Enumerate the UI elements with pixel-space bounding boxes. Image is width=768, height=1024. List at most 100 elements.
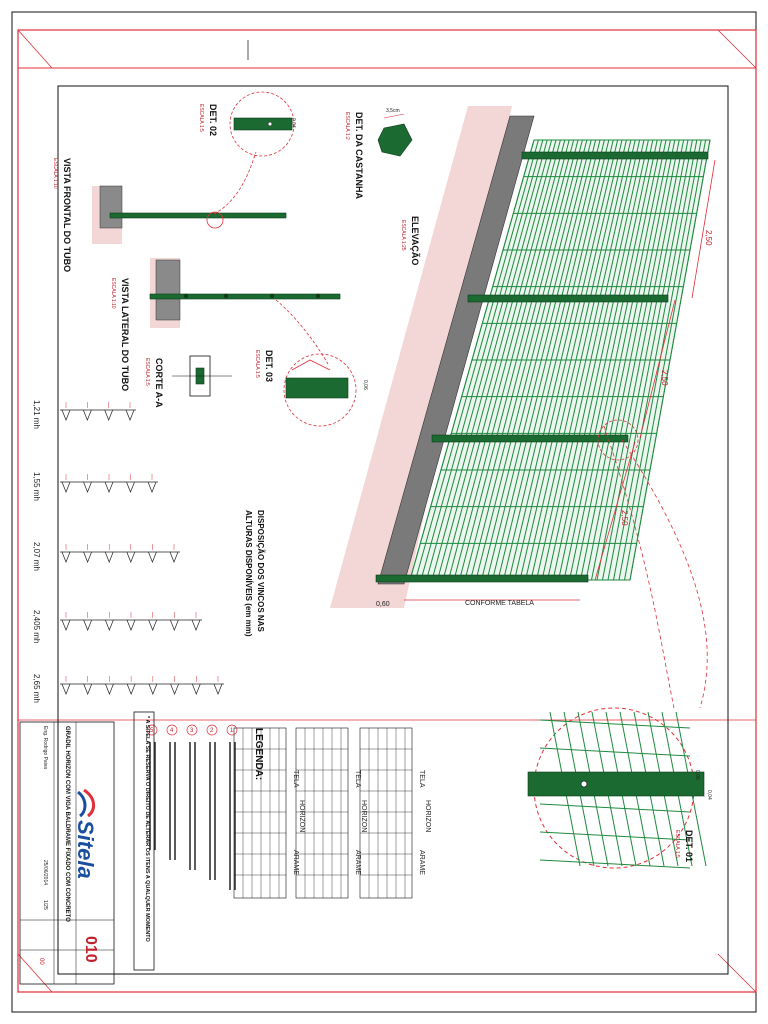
table-subtitle: HORIZON [424, 800, 431, 832]
post-3 [431, 434, 629, 443]
vincos-section: DISPOSIÇÃO DOS VINCOS NAS ALTURAS DISPON… [32, 400, 265, 703]
mesh-panels [409, 139, 711, 581]
border-corner-diag [17, 29, 53, 69]
vista-frontal: VISTA FRONTAL DO TUBO ESCALA 1:10 [52, 151, 287, 272]
vinco-bend [61, 551, 71, 563]
table-subtitle: HORIZON [360, 800, 367, 832]
vl-concrete [155, 259, 181, 321]
drawing-number: 010 [82, 936, 99, 963]
vinco-bend [61, 481, 71, 493]
castanha-dim [383, 113, 405, 119]
vinco-bend [61, 683, 71, 695]
legend-marker [166, 724, 178, 736]
drawing-scale: 1/25 [42, 900, 48, 910]
note-box [133, 711, 155, 971]
drawn-by: Eng. Rodrigo Paiva [42, 726, 48, 769]
reservation-note: * A SITELA SE RESERVA O DIREITO DE ALTER… [144, 716, 150, 942]
concrete-beam [377, 115, 535, 585]
legend-marker [186, 724, 198, 736]
table-subtitle: HORIZON [298, 800, 305, 832]
det01-dim-b: 0,04 [706, 790, 712, 800]
detail-01: 0,06 0,04 DET. 01 ESCALA 1:5 [527, 419, 712, 869]
vinco-bend [191, 619, 201, 631]
vincos-height-label: 1,21 mh [32, 400, 41, 429]
vincos-height-label: 2,65 mh [32, 674, 41, 703]
det01-wire [539, 719, 691, 729]
vincos-height-label: 2,405 mh [32, 610, 41, 643]
det01-post [527, 771, 705, 797]
vf-concrete [99, 185, 123, 229]
vinco-bend [125, 409, 135, 421]
vincos-profile: 2,65 mh [32, 674, 224, 703]
det01-source-mark [597, 419, 639, 461]
castanha-title: DET. DA CASTANHA [354, 112, 364, 199]
sitela-logo: Sitela [73, 788, 98, 879]
vl-title: VISTA LATERAL DO TUBO [120, 278, 130, 391]
border-corner-diag [717, 953, 757, 993]
vinco-bend [126, 683, 136, 695]
tube-bolt [223, 293, 229, 299]
post-1 [521, 151, 709, 160]
table-frame [233, 727, 287, 899]
vinco-bend [147, 481, 157, 493]
dim-line-2 [639, 299, 676, 439]
vinco-bend [148, 551, 157, 563]
detail-02: 0,04 DET. 02 ESCALA 1:5 [198, 91, 296, 157]
table-col-title: ARAME [354, 850, 361, 875]
border-corner-diag [717, 29, 757, 69]
det01-leader [603, 425, 675, 709]
soil-hatch [330, 106, 512, 608]
inner-frame [57, 85, 729, 975]
corte-title: CORTE A-A [154, 358, 164, 408]
vl-scale: ESCALA 1:10 [110, 278, 116, 309]
legend-marker-number: 5 [150, 728, 154, 734]
vinco-bend [170, 683, 179, 695]
vincos-height-label: 1,55 mh [32, 472, 41, 501]
det01-wire [539, 831, 691, 841]
legend-marker-number: 2 [210, 728, 214, 734]
vinco-bend [83, 481, 92, 493]
table-col-title: ARAME [418, 850, 425, 875]
corte-aa: CORTE A-A ESCALA 1:5 [144, 355, 232, 408]
dim-span-3: 2,50 [620, 510, 629, 526]
legend-marker [226, 724, 238, 736]
elevation-scale: ESCALA 1:25 [400, 220, 406, 251]
castanha-dim-label: 3,5cm [386, 108, 400, 114]
tube-bolt [315, 293, 321, 299]
post-4 [375, 574, 589, 583]
det01-scale: ESCALA 1:5 [674, 830, 680, 858]
dim-span-2: 2,50 [660, 370, 669, 386]
detail-03: 0,06 DET. 03 ESCALA 1:5 [254, 350, 368, 427]
vinco-bend [83, 551, 92, 563]
vinco-bend [170, 619, 179, 631]
det02-circle [229, 91, 295, 157]
dim-base: 0,60 [376, 601, 390, 608]
det02-scale: ESCALA 1:5 [198, 104, 204, 132]
post-2 [467, 294, 669, 303]
vf-detail-mark [206, 211, 224, 229]
vinco-bend [148, 683, 158, 695]
vincos-title-1: DISPOSIÇÃO DOS VINCOS NAS [256, 510, 265, 632]
vinco-bend [148, 619, 157, 631]
vinco-bend [105, 683, 114, 695]
table-frame [359, 727, 413, 899]
table-frame [295, 727, 349, 899]
legend-marker-number: 3 [190, 728, 194, 734]
table-title: TELA [292, 770, 299, 788]
det01-wire [539, 803, 691, 813]
vincos-profile: 2,07 mh [32, 542, 180, 571]
vincos-profile: 1,21 mh [32, 400, 136, 429]
vf-title: VISTA FRONTAL DO TUBO [62, 158, 72, 272]
vinco-bend [126, 551, 136, 563]
elevation-view: 2,50 2,50 2,50 CONFORME TABELA 0,60 ELEV… [330, 106, 716, 608]
castanha-scale: ESCALA 1:2 [344, 112, 350, 140]
vincos-height-label: 2,07 mh [32, 542, 41, 571]
vista-lateral: VISTA LATERAL DO TUBO ESCALA 1:10 [110, 258, 341, 391]
dim-tabela: CONFORME TABELA [465, 600, 534, 607]
detail-castanha: 3,5cm DET. DA CASTANHA ESCALA 1:2 [344, 108, 413, 199]
legend-marker-number: 1 [230, 728, 234, 734]
dim-line-1 [691, 159, 716, 299]
vincos-profile: 1,55 mh [32, 472, 158, 501]
